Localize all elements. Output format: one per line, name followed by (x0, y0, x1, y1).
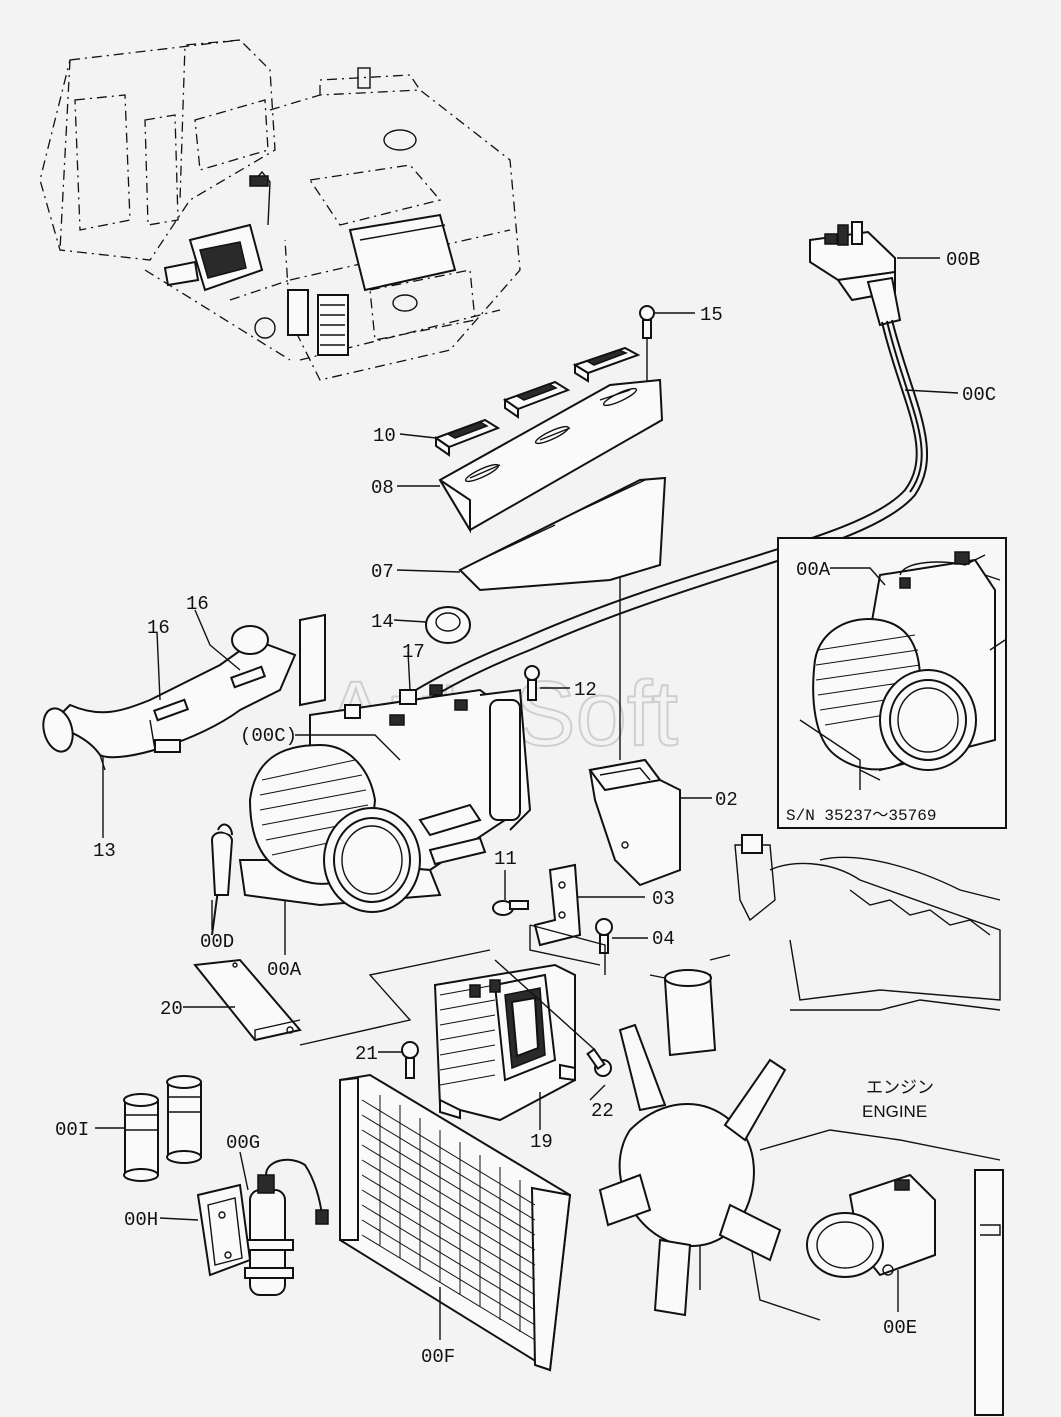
callout-00C: 00C (962, 384, 996, 406)
callout-16-upper: 16 (186, 593, 209, 615)
engine-label-en: ENGINE (862, 1102, 927, 1121)
callout-00I: 00I (55, 1119, 89, 1141)
callout-02: 02 (715, 789, 738, 811)
compressor-00E (806, 1173, 936, 1278)
cab-console-illustration (348, 213, 457, 312)
callout-00D: 00D (200, 931, 234, 953)
callout-19: 19 (530, 1131, 553, 1153)
callout-15: 15 (700, 304, 723, 326)
fan-blades (598, 1023, 787, 1317)
bolt-21 (401, 1041, 419, 1079)
callout-14: 14 (371, 611, 394, 633)
bolt-11 (492, 900, 529, 916)
evaporator-19 (433, 963, 576, 1122)
bracket-00H (196, 1183, 252, 1277)
callout-04: 04 (652, 928, 675, 950)
callout-21: 21 (355, 1043, 378, 1065)
callout-00G: 00G (226, 1132, 260, 1154)
callout-10: 10 (373, 425, 396, 447)
callout-22: 22 (591, 1100, 614, 1122)
callout-00F: 00F (421, 1346, 455, 1368)
louver-10 (433, 346, 641, 457)
filters-00I (123, 1075, 202, 1182)
connector-17 (399, 689, 417, 705)
duct-07 (458, 476, 667, 760)
inset-panel (777, 537, 1007, 829)
callout-08: 08 (371, 477, 394, 499)
pipe-00D (210, 823, 234, 936)
inset-serial-range: S/N 35237～35769 (786, 807, 936, 825)
engine-illustration (649, 834, 1004, 1416)
bracket-lines (529, 924, 606, 975)
callout-07: 07 (371, 561, 394, 583)
hose-13 (42, 613, 326, 771)
duct-08 (438, 378, 664, 534)
bolt-15 (639, 305, 655, 420)
excavator-body (39, 39, 521, 381)
bolt-04 (595, 918, 613, 954)
callout-03: 03 (652, 888, 675, 910)
callout-00H: 00H (124, 1209, 158, 1231)
bracket-03 (533, 863, 582, 947)
callout-16-lower: 16 (147, 617, 170, 639)
cab-ac-unit-illustration (163, 170, 349, 356)
receiver-00G (244, 1158, 329, 1296)
leader-lines (95, 257, 959, 1340)
bolt-22 (494, 959, 612, 1101)
callout-00B: 00B (946, 249, 980, 271)
callout-13: 13 (93, 840, 116, 862)
inset-label-00A: 00A (796, 559, 831, 581)
callout-20: 20 (160, 998, 183, 1020)
control-panel-00B (809, 221, 902, 327)
condenser-00F (339, 1073, 572, 1372)
ac-unit-00A (238, 684, 532, 913)
screw-12 (524, 665, 540, 701)
callout-17: 17 (402, 641, 425, 663)
plate-20 (193, 949, 491, 1046)
duct-02 (588, 758, 681, 887)
engine-label-jp: エンジン (866, 1078, 934, 1097)
callout-11: 11 (494, 848, 517, 870)
callout-00A: 00A (267, 959, 302, 981)
callout-00E: 00E (883, 1317, 917, 1339)
callout-12: 12 (574, 679, 597, 701)
callout-00C-ref: (00C) (240, 725, 297, 747)
grommet-14 (425, 606, 471, 644)
